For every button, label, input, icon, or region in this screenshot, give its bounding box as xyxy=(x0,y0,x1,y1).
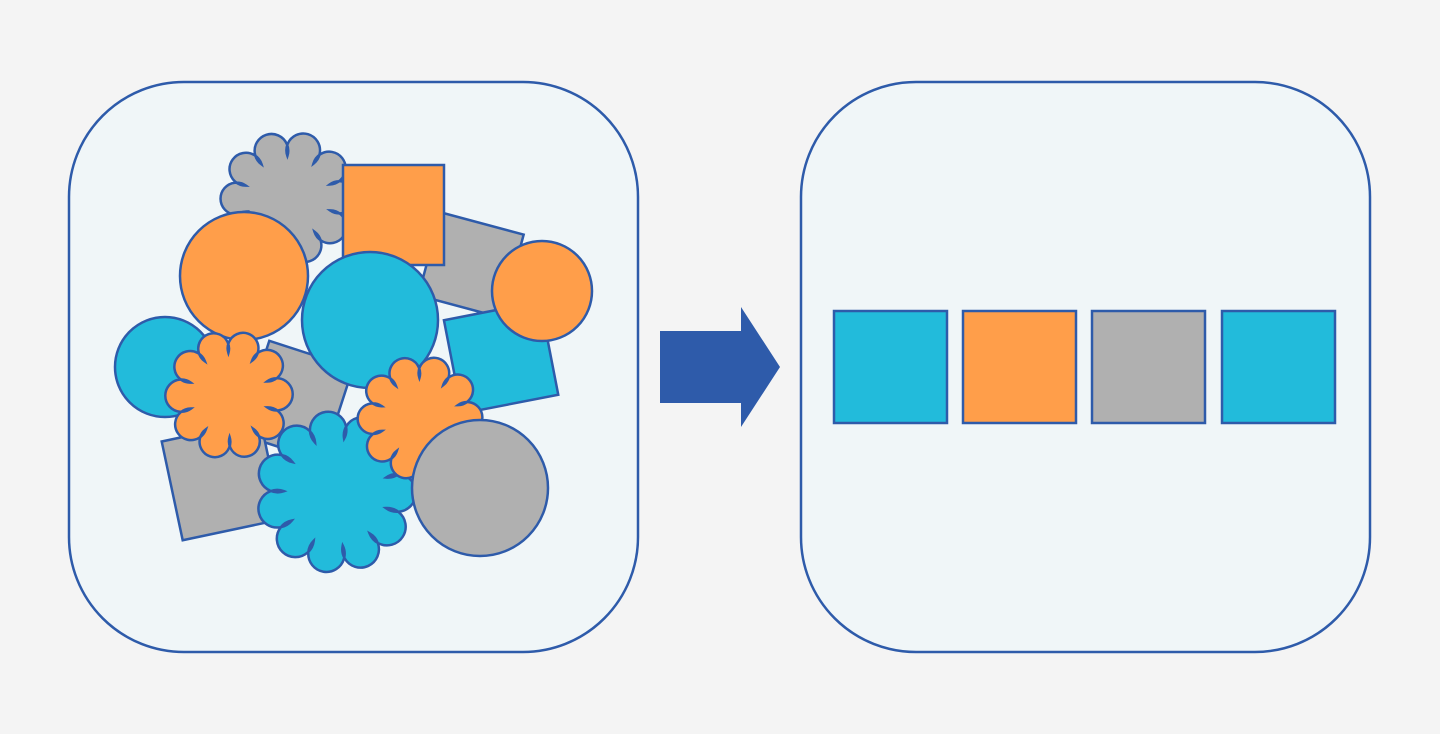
sorted-square-4 xyxy=(1220,309,1337,425)
orange-cloud-left xyxy=(164,331,294,459)
sorted-square-3 xyxy=(1090,309,1207,425)
sorted-square-2 xyxy=(961,309,1078,425)
orange-square xyxy=(341,163,446,267)
sorted-shapes-group xyxy=(832,309,1337,425)
orange-circle xyxy=(178,210,310,342)
mixed-shapes-group xyxy=(113,132,594,574)
orange-circle-small xyxy=(490,239,594,343)
gray-circle-large xyxy=(410,418,550,558)
right-arrow-icon xyxy=(660,307,780,427)
right-panel xyxy=(799,80,1372,654)
sorted-square-1 xyxy=(832,309,949,425)
